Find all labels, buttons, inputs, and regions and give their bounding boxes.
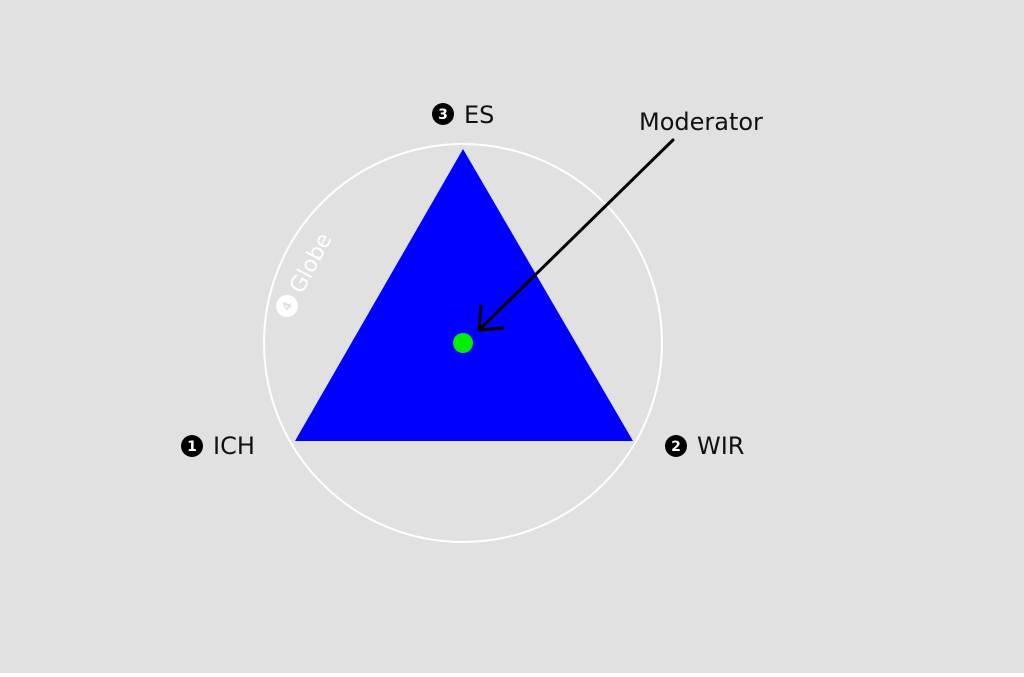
wir-label: 2 WIR: [665, 432, 744, 460]
es-text: ES: [464, 101, 494, 129]
es-number-badge: [432, 103, 454, 125]
es-label: 3 ES: [432, 101, 494, 129]
ich-label: 1 ICH: [181, 432, 255, 460]
wir-text: WIR: [697, 432, 744, 460]
wir-number: 2: [671, 439, 681, 455]
wir-number-badge: [665, 435, 687, 457]
globe-label: 4 Globe: [276, 229, 337, 317]
moderator-label: Moderator: [639, 108, 763, 136]
moderator-dot: [453, 333, 473, 353]
moderator-arrow: [477, 138, 675, 332]
ich-number-badge: [181, 435, 203, 457]
globe-number-badge: [276, 295, 298, 317]
tzi-triangle: [295, 149, 633, 441]
es-number: 3: [438, 107, 448, 123]
ich-text: ICH: [213, 432, 255, 460]
ich-number: 1: [187, 439, 197, 455]
globe-circle: [263, 143, 663, 543]
